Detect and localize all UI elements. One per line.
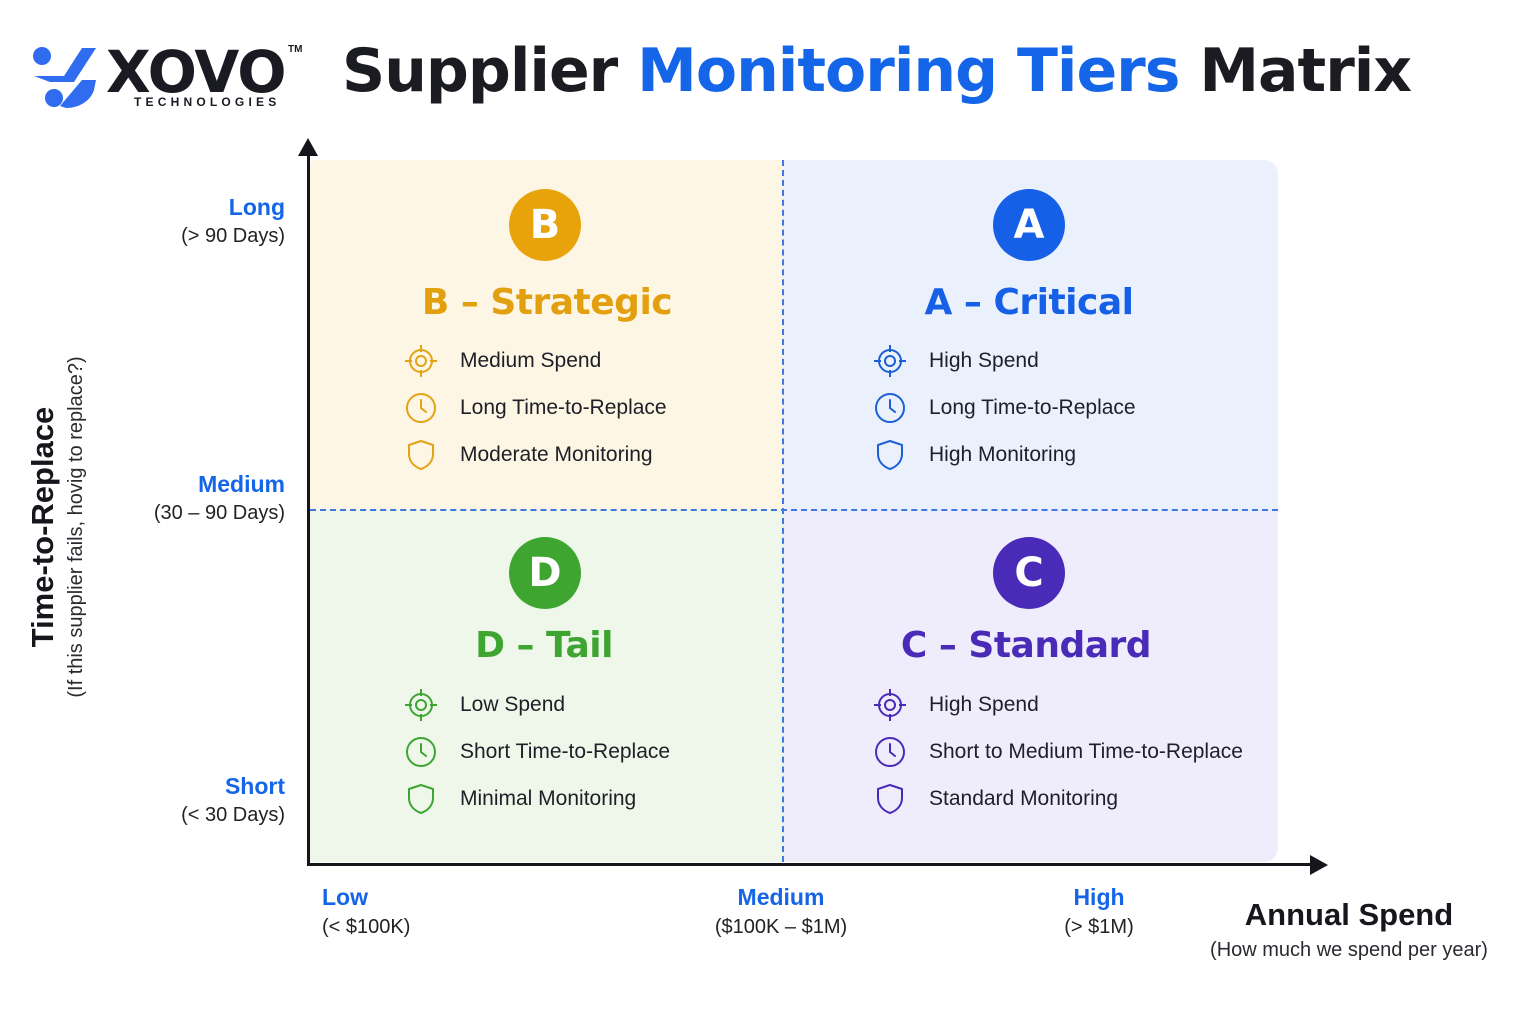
quadrant-a-item: High Spend <box>873 343 1039 379</box>
logo-wordmark: XOVO <box>106 38 287 106</box>
x-level-range: ($100K – $1M) <box>714 916 848 938</box>
quadrant-c-item-label: High Spend <box>929 693 1039 716</box>
quadrant-a-item: Long Time-to-Replace <box>873 390 1136 426</box>
shield-icon <box>408 784 434 814</box>
quadrant-b-item: Moderate Monitoring <box>404 437 653 473</box>
y-level-range: (30 – 90 Days) <box>153 502 285 524</box>
y-level-label: Short <box>224 773 285 799</box>
x-level-label: Medium <box>737 884 825 910</box>
quadrant-c-item-label: Short to Medium Time-to-Replace <box>929 740 1243 763</box>
x-axis-arrow-icon <box>1310 855 1328 875</box>
quadrant-a-title: A – Critical <box>924 282 1134 323</box>
y-level-short: Short (< 30 Days) <box>181 772 285 830</box>
quadrant-d-item-label: Minimal Monitoring <box>460 787 637 810</box>
y-axis-title: Time-to-Replace (If this supplier fails,… <box>25 356 91 697</box>
y-axis-title-text: Time-to-Replace <box>25 406 60 648</box>
x-axis-subtitle: (How much we spend per year) <box>1210 939 1488 961</box>
logo-mark-icon <box>33 47 96 108</box>
target-icon <box>405 345 437 377</box>
clock-icon <box>406 393 436 423</box>
badge-a: A <box>993 189 1065 261</box>
quadrant-d-title: D – Tail <box>475 625 613 666</box>
y-level-medium: Medium (30 – 90 Days) <box>154 470 285 528</box>
clock-icon <box>875 737 905 767</box>
quadrant-b-item-label: Medium Spend <box>460 349 602 372</box>
quadrant-a-item: High Monitoring <box>873 437 1076 473</box>
x-axis-line <box>307 863 1313 866</box>
title-part-1: Supplier <box>342 36 618 106</box>
badge-d: D <box>509 537 581 609</box>
quadrant-b-title: B – Strategic <box>421 282 673 323</box>
quadrant-b-item: Medium Spend <box>404 343 601 379</box>
target-icon <box>405 689 437 721</box>
quadrant-c-item: High Spend <box>873 687 1039 723</box>
x-level-range: (< $100K) <box>322 916 411 938</box>
quadrant-a-item-label: Long Time-to-Replace <box>929 396 1136 419</box>
x-level-label: High <box>1073 884 1125 910</box>
shield-icon <box>877 784 903 814</box>
x-axis-title: Annual Spend (How much we spend per year… <box>1198 896 1500 966</box>
quadrant-b-item: Long Time-to-Replace <box>404 390 667 426</box>
x-level-high: High (> $1M) <box>1050 882 1148 942</box>
shield-icon <box>408 440 434 470</box>
quadrant-b-item-label: Moderate Monitoring <box>460 443 653 466</box>
quadrant-d-item: Short Time-to-Replace <box>404 734 670 770</box>
y-level-label: Medium <box>198 471 285 497</box>
quadrant-a-item-label: High Monitoring <box>929 443 1077 466</box>
y-level-label: Long <box>228 194 285 220</box>
x-axis-title-text: Annual Spend <box>1244 897 1454 932</box>
badge-b: B <box>509 189 581 261</box>
quadrant-d-item-label: Short Time-to-Replace <box>460 740 671 763</box>
y-level-range: (< 30 Days) <box>181 804 285 826</box>
y-level-range: (> 90 Days) <box>181 225 285 247</box>
quadrant-a-item-label: High Spend <box>929 349 1039 372</box>
quadrant-d-item: Minimal Monitoring <box>404 781 636 817</box>
x-level-low: Low (< $100K) <box>322 882 410 942</box>
shield-icon <box>877 440 903 470</box>
quadrant-d-item: Low Spend <box>404 687 565 723</box>
quadrant-c-item: Short to Medium Time-to-Replace <box>873 734 1243 770</box>
y-axis-subtitle: (If this supplier fails, hovig to replac… <box>65 356 87 698</box>
horizontal-divider <box>310 509 1278 511</box>
quadrant-c-item: Standard Monitoring <box>873 781 1118 817</box>
clock-icon <box>875 393 905 423</box>
company-logo: XOVO TM TECHNOLOGIES <box>30 38 310 116</box>
badge-c: C <box>993 537 1065 609</box>
x-level-range: (> $1M) <box>1064 916 1134 938</box>
quadrant-d-item-label: Low Spend <box>460 693 566 716</box>
title-part-3: Matrix <box>1199 36 1412 106</box>
y-axis-line <box>307 152 310 866</box>
x-level-label: Low <box>322 884 368 910</box>
quadrant-c-title: C – Standard <box>900 625 1152 666</box>
target-icon <box>874 345 906 377</box>
y-level-long: Long (> 90 Days) <box>181 193 285 251</box>
target-icon <box>874 689 906 721</box>
quadrant-c-item-label: Standard Monitoring <box>929 787 1119 810</box>
vertical-divider <box>782 160 784 862</box>
quadrant-b-item-label: Long Time-to-Replace <box>460 396 667 419</box>
page-title: Supplier Monitoring Tiers Matrix <box>342 36 1412 106</box>
clock-icon <box>406 737 436 767</box>
x-level-medium: Medium ($100K – $1M) <box>700 882 862 942</box>
title-part-accent: Monitoring Tiers <box>637 36 1180 106</box>
logo-subtitle: TECHNOLOGIES <box>134 95 281 109</box>
y-axis-arrow-icon <box>298 138 318 156</box>
logo-trademark: TM <box>288 44 303 55</box>
